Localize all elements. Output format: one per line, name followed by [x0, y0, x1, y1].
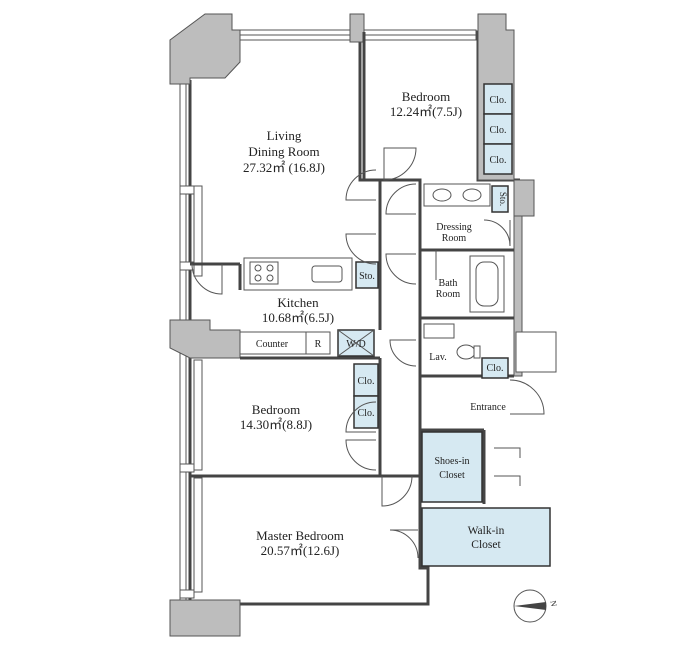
- kitchen-name: Kitchen: [277, 295, 319, 310]
- basin-icon: [432, 188, 452, 202]
- counter-label: Counter: [256, 339, 289, 350]
- closet-label-1: Clo.: [490, 95, 507, 106]
- stove-icon: [249, 261, 279, 285]
- closets-top-bedroom: Clo. Clo. Clo.: [483, 83, 513, 175]
- entrance-label: Entrance: [470, 402, 506, 413]
- refrigerator-icon: [305, 331, 331, 355]
- toilet-icon: [456, 344, 476, 360]
- dressing-room-label-2: Room: [442, 233, 467, 244]
- compass-north-label: N: [549, 600, 559, 607]
- sink-icon: [311, 265, 343, 283]
- lavatory-label: Lav.: [429, 352, 446, 363]
- closet-3: [483, 143, 513, 175]
- closet-label-entrance: Clo.: [487, 363, 504, 374]
- bedroom-top-name: Bedroom: [402, 89, 450, 104]
- closet-label-2: Clo.: [490, 125, 507, 136]
- closet-label-5: Clo.: [358, 408, 375, 419]
- shoes-closet-label-2: Closet: [439, 470, 465, 481]
- basin-icon-2: [462, 188, 482, 202]
- shoes-closet: Shoes-in Closet: [421, 431, 483, 503]
- bedroom-top-area: 12.24㎡(7.5J): [390, 104, 462, 119]
- shoes-closet-label: Shoes-in: [435, 456, 470, 467]
- master-bedroom-area: 20.57㎡(12.6J): [261, 543, 340, 558]
- walkin-closet-label-2: Closet: [471, 539, 501, 551]
- kitchen-fixtures: Counter R W/D: [239, 257, 375, 357]
- bedroom-mid-area: 14.30㎡(8.8J): [240, 417, 312, 432]
- bedroom-mid-name: Bedroom: [252, 402, 300, 417]
- storage-label-kitchen: Sto.: [359, 271, 375, 282]
- bath-room-label: Bath: [439, 278, 458, 289]
- washer-dryer-label: W/D: [346, 339, 365, 350]
- living-room-area: 27.32㎡ (16.8J): [243, 160, 325, 175]
- dressing-room-label: Dressing: [436, 222, 472, 233]
- walkin-closet: Walk-in Closet: [421, 507, 551, 567]
- closet-entrance: Clo.: [481, 357, 509, 379]
- closet-label-4: Clo.: [358, 376, 375, 387]
- closet-label-3: Clo.: [490, 155, 507, 166]
- master-bedroom-name: Master Bedroom: [256, 528, 344, 543]
- living-room-name-2: Dining Room: [248, 144, 319, 159]
- wet-area-fixtures: [423, 183, 557, 373]
- closets-mid-bedroom: Clo. Clo.: [353, 363, 379, 429]
- room-labels: Living Dining Room 27.32㎡ (16.8J) Bedroo…: [240, 89, 506, 558]
- refrigerator-label: R: [315, 339, 322, 350]
- storage-label-dressing: Sto.: [498, 192, 508, 206]
- living-room-name: Living: [267, 128, 302, 143]
- compass-icon: N: [513, 589, 559, 623]
- interior-walls: [190, 32, 514, 504]
- storage-units: Sto. Sto.: [355, 185, 509, 289]
- walkin-closet-label: Walk-in: [468, 525, 505, 537]
- window-left: [179, 185, 203, 599]
- doors: [191, 147, 545, 559]
- kitchen-area: 10.68㎡(6.5J): [262, 310, 334, 325]
- bath-room-label-2: Room: [436, 289, 461, 300]
